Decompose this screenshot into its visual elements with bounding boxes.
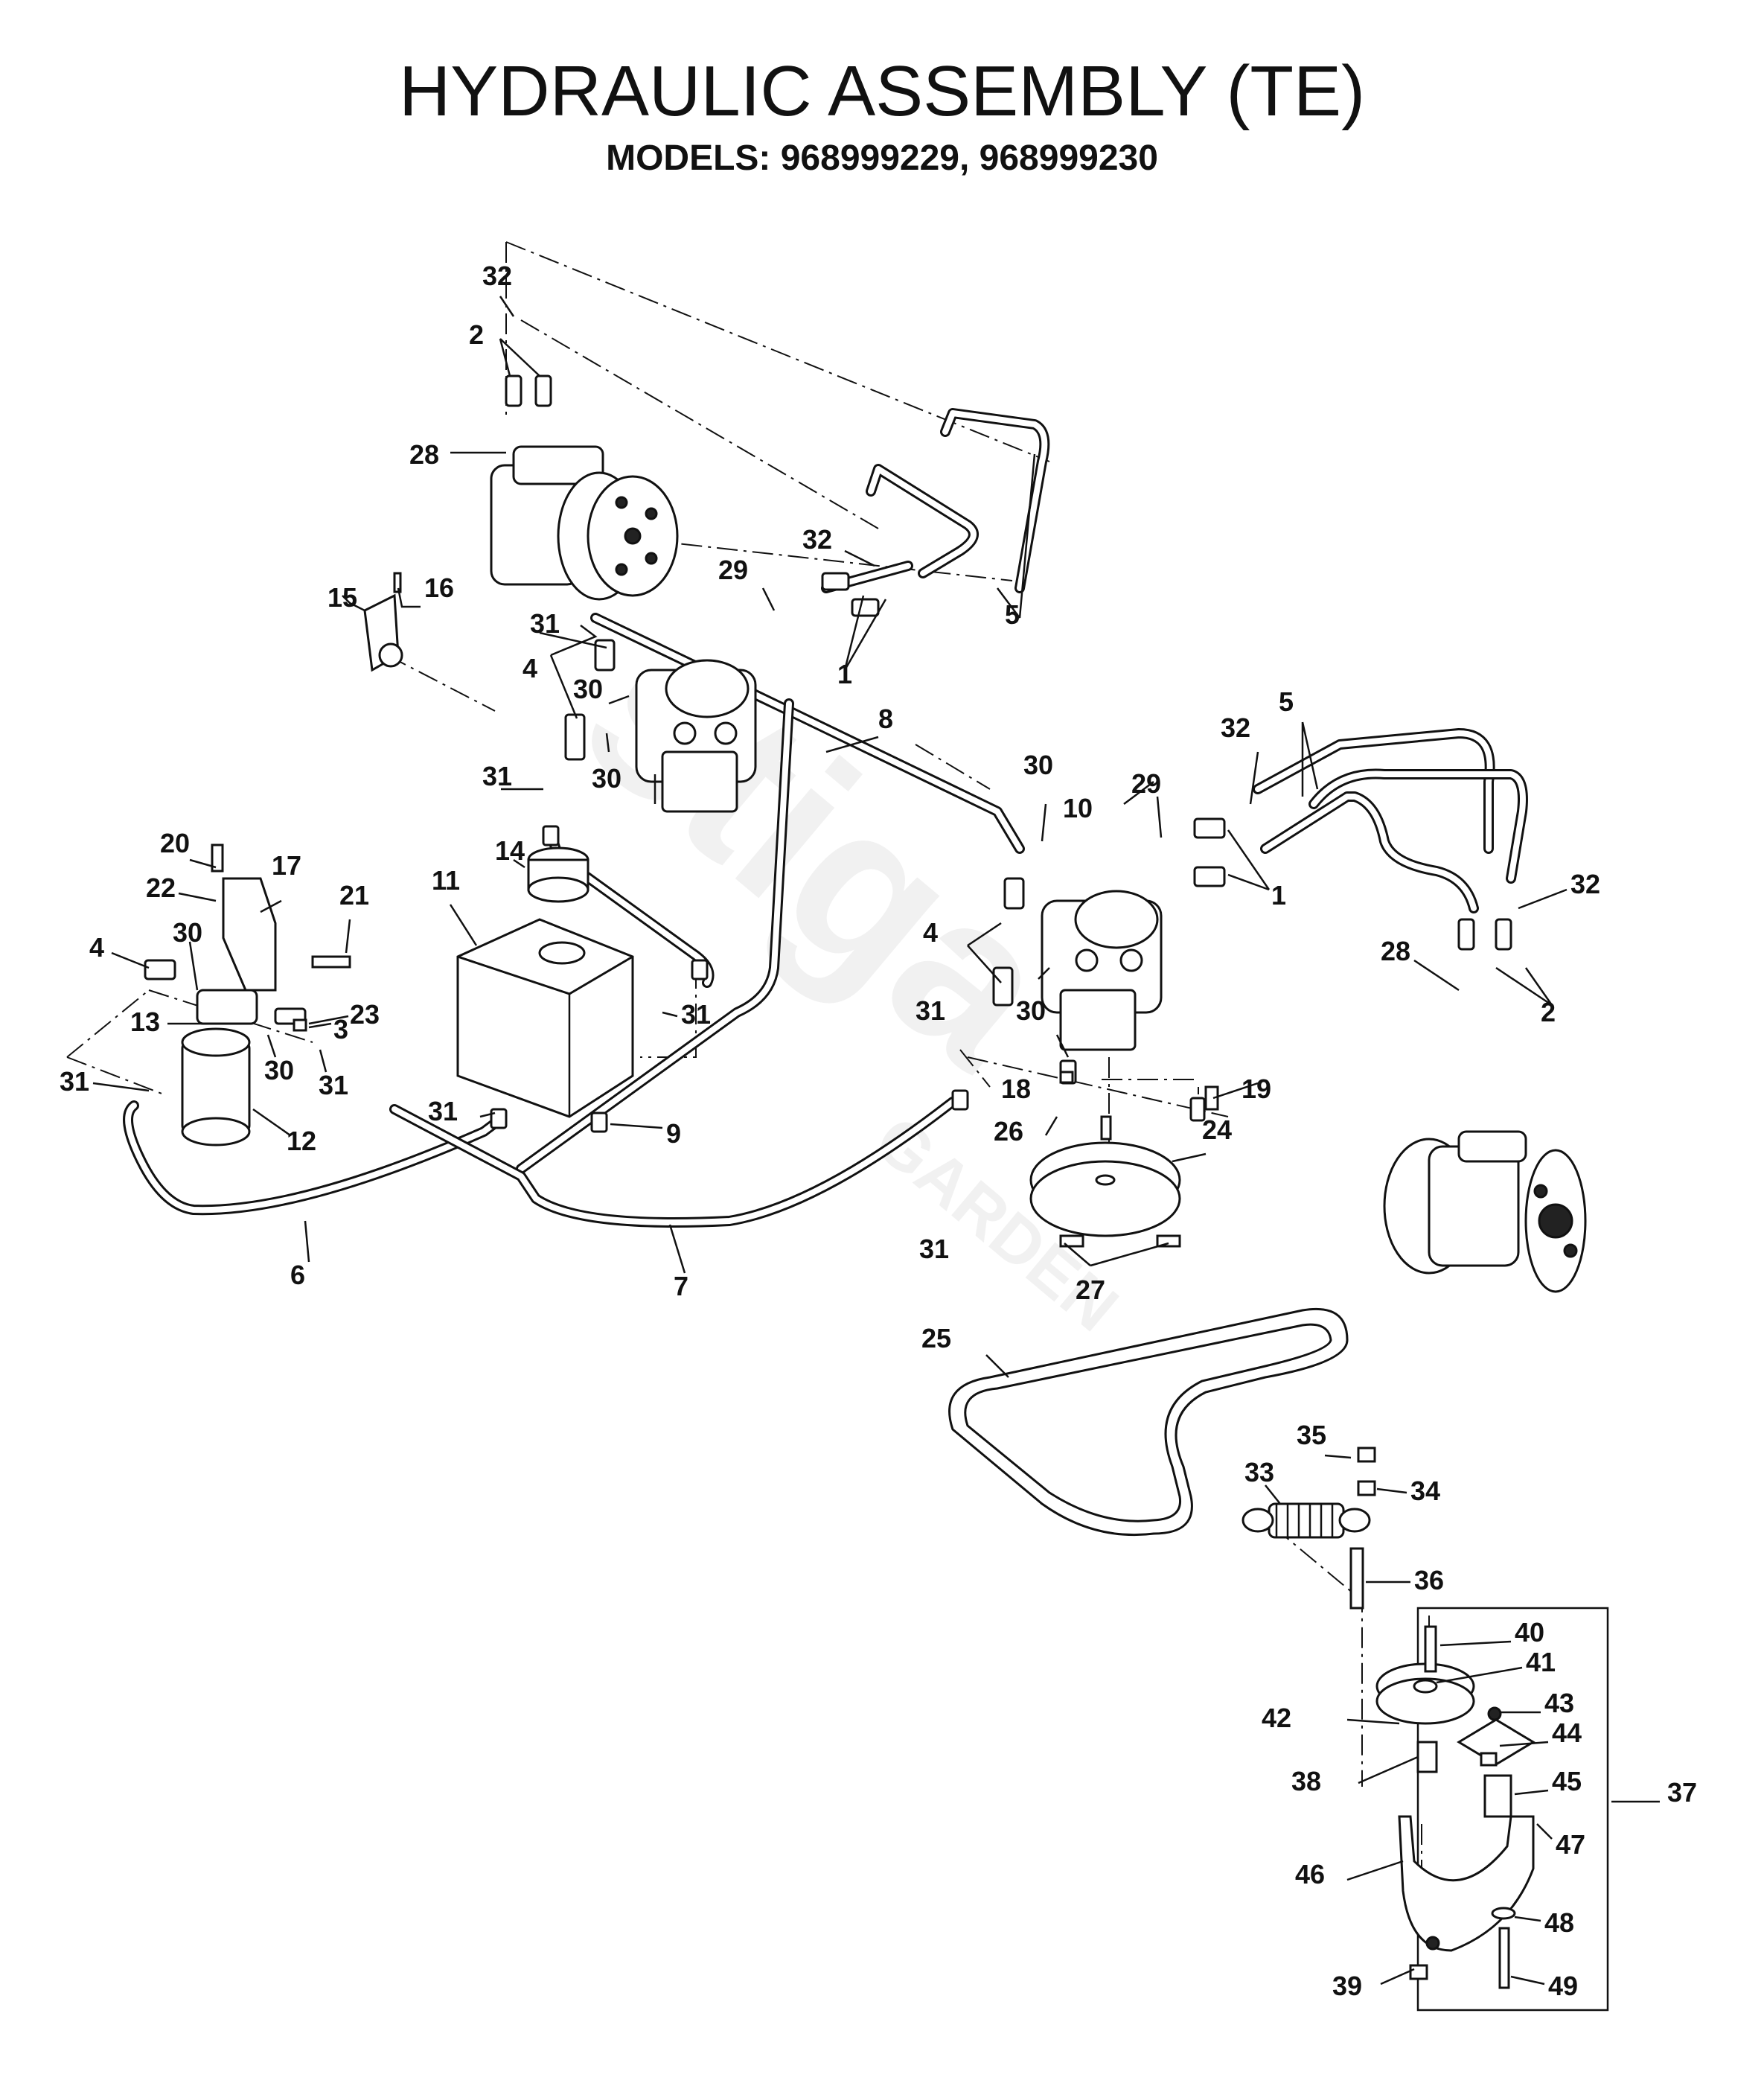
callout-32: 32 (1221, 712, 1250, 743)
callout-34: 34 (1410, 1476, 1440, 1506)
pump-pulley (1029, 1141, 1181, 1237)
callout-3: 3 (333, 1014, 348, 1044)
callout-22: 22 (146, 873, 176, 903)
callout-26: 26 (994, 1116, 1023, 1146)
hardware (211, 572, 1498, 1980)
callout-4: 4 (89, 932, 104, 963)
callout-47: 47 (1556, 1829, 1585, 1860)
callout-30: 30 (573, 674, 603, 704)
diagram-title: HYDRAULIC ASSEMBLY (TE) (399, 51, 1365, 131)
callout-37: 37 (1667, 1777, 1697, 1808)
callout-31: 31 (919, 1234, 949, 1264)
callout-21: 21 (339, 880, 369, 910)
callout-40: 40 (1515, 1617, 1544, 1648)
callout-1: 1 (1271, 880, 1286, 910)
callout-29: 29 (1131, 768, 1161, 799)
wheel-motor-right (1383, 1130, 1587, 1293)
callout-30: 30 (592, 763, 621, 794)
callout-44: 44 (1552, 1718, 1582, 1748)
callout-48: 48 (1544, 1907, 1574, 1938)
reservoir-cap (527, 846, 589, 903)
callout-43: 43 (1544, 1688, 1574, 1718)
callout-2: 2 (469, 319, 484, 350)
callout-2: 2 (1541, 997, 1556, 1027)
callout-31: 31 (482, 761, 512, 791)
callout-11: 11 (432, 865, 460, 896)
callout-31: 31 (681, 999, 711, 1030)
callout-31: 31 (530, 608, 560, 639)
callout-28: 28 (409, 439, 439, 470)
callout-15: 15 (327, 582, 357, 613)
callout-5: 5 (1005, 599, 1020, 630)
callout-16: 16 (424, 573, 454, 603)
callout-31: 31 (915, 995, 945, 1026)
callout-32: 32 (482, 261, 512, 291)
callout-32: 32 (1570, 869, 1600, 899)
callout-7: 7 (674, 1271, 688, 1301)
tension-spring (1241, 1502, 1371, 1539)
callout-38: 38 (1291, 1766, 1321, 1796)
hydraulic-pump-upper (635, 659, 757, 813)
centre-lines (66, 241, 1430, 1913)
callout-17: 17 (272, 850, 301, 881)
callout-23: 23 (350, 999, 380, 1030)
callout-12: 12 (287, 1126, 316, 1156)
callout-10: 10 (1063, 793, 1093, 823)
oil-filter (181, 1027, 251, 1146)
callout-30: 30 (173, 917, 202, 948)
callout-18: 18 (1001, 1074, 1031, 1104)
callout-39: 39 (1332, 1971, 1362, 2001)
callout-30: 30 (1023, 750, 1053, 780)
callout-9: 9 (666, 1118, 681, 1149)
reservoir-tank (456, 918, 634, 1118)
callout-5: 5 (1279, 686, 1294, 717)
callout-13: 13 (130, 1007, 160, 1037)
callout-labels: 32 2 28 15 16 29 32 5 31 4 30 30 1 8 31 … (60, 261, 1697, 2001)
callout-4: 4 (523, 653, 537, 683)
callout-31: 31 (60, 1066, 89, 1097)
bracket-15 (363, 593, 403, 672)
callout-27: 27 (1076, 1275, 1105, 1305)
callout-33: 33 (1244, 1457, 1274, 1487)
callout-28: 28 (1381, 936, 1410, 966)
callout-45: 45 (1552, 1766, 1582, 1796)
callout-42: 42 (1262, 1703, 1291, 1733)
callout-20: 20 (160, 828, 190, 858)
callout-31: 31 (428, 1096, 458, 1126)
callout-25: 25 (921, 1323, 951, 1353)
callout-29: 29 (718, 555, 748, 585)
callout-8: 8 (878, 704, 893, 734)
callout-41: 41 (1526, 1647, 1556, 1677)
filter-head (144, 877, 307, 1025)
callout-19: 19 (1241, 1074, 1271, 1104)
callout-49: 49 (1548, 1971, 1578, 2001)
callout-30: 30 (264, 1055, 294, 1085)
wheel-motor-upper (490, 445, 679, 601)
drive-belt (948, 1307, 1349, 1537)
leader-lines (92, 296, 1660, 1986)
diagram-subtitle: MODELS: 968999229, 968999230 (606, 138, 1158, 178)
callout-46: 46 (1295, 1859, 1325, 1889)
callout-24: 24 (1202, 1114, 1232, 1145)
callout-6: 6 (290, 1260, 305, 1290)
idler-pulley-assembly (1375, 1607, 1609, 2012)
callout-4: 4 (923, 917, 938, 948)
callout-1: 1 (837, 659, 852, 689)
callout-36: 36 (1414, 1565, 1444, 1595)
callout-30: 30 (1016, 995, 1046, 1026)
hydraulic-pump-lower (1041, 890, 1163, 1051)
callout-31: 31 (319, 1070, 348, 1100)
callout-14: 14 (495, 835, 525, 866)
callout-32: 32 (802, 524, 832, 555)
callout-35: 35 (1297, 1420, 1326, 1450)
